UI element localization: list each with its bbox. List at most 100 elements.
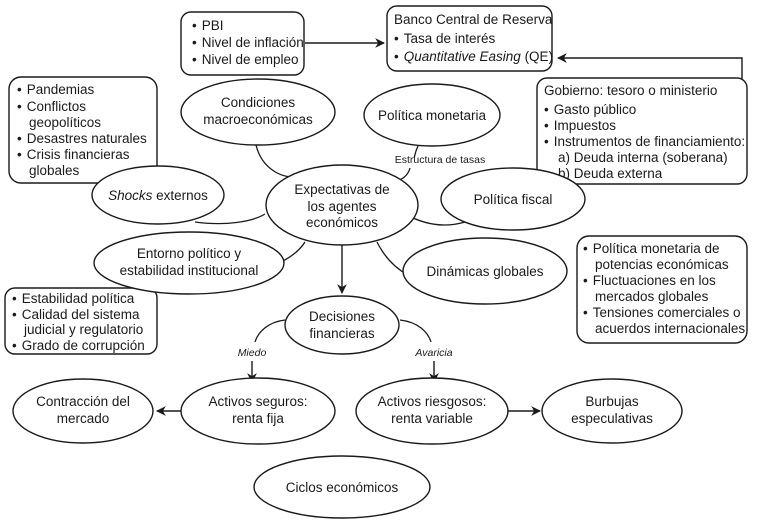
edge-monetary-expectations: [413, 145, 419, 159]
node-shape: [180, 377, 336, 445]
label-text: los agentes: [307, 199, 376, 214]
label-text: •Grado de corrupción: [12, 338, 145, 353]
box-shape: [8, 76, 158, 184]
label-text: potencias económicas: [595, 257, 729, 272]
government-title: Gobierno: tesoro o ministerio: [544, 83, 717, 98]
label-text: judicial y regulatorio: [23, 322, 143, 337]
node-shape: [265, 164, 419, 246]
node-political: Entorno político y estabilidad instituci…: [93, 231, 285, 295]
indicator-item: PBI: [202, 18, 224, 33]
node-monetary: Política monetaria: [363, 83, 501, 147]
label-text: Política monetaria de: [593, 241, 720, 256]
edge-decisions-greed: [399, 319, 432, 343]
bullet: •: [192, 18, 197, 33]
edge-shocks-expectations: [194, 213, 266, 225]
label-text: especulativas: [571, 411, 653, 426]
bullet: •: [544, 118, 549, 133]
label-text: • Quantitative Easing (QE): [394, 49, 553, 64]
label-text: • Gasto público: [544, 102, 636, 117]
box-shape: [4, 287, 158, 355]
label-text: mercado: [57, 411, 110, 426]
qe-label: Quantitative Easing: [404, 49, 522, 64]
label-text: Burbujas: [585, 394, 639, 409]
label-text: •Crisis financieras: [17, 147, 130, 162]
bullet: •: [544, 134, 549, 149]
node-bubbles: Burbujas especulativas: [541, 378, 683, 444]
label-text: estabilidad institucional: [120, 263, 259, 278]
label-text: Política monetaria: [378, 108, 487, 123]
node-shape: [12, 378, 154, 444]
node-shape: [541, 378, 683, 444]
label-text: •Nivel de inflación: [192, 35, 304, 50]
edge-label-rates: Estructura de tasas: [395, 154, 485, 166]
label-text: financieras: [309, 326, 375, 341]
label-text: • Tasa de interés: [394, 31, 496, 46]
edge-decisions-fear: [254, 319, 286, 343]
label-text: • Política monetaria de: [583, 241, 720, 256]
bullet: •: [17, 131, 22, 146]
label-text: Pandemias: [27, 82, 95, 97]
bullet: •: [394, 31, 399, 46]
bullet: •: [12, 291, 17, 306]
government-subitem: b) Deuda externa: [558, 166, 663, 181]
label-text: Contracción del: [36, 394, 130, 409]
bullet: •: [583, 273, 588, 288]
government-item: Instrumentos de financiamiento:: [554, 134, 745, 149]
label-text: •Conflictos: [17, 99, 86, 114]
node-shape: [180, 78, 336, 146]
political-list-box: • Estabilidad política • Calidad del siste…: [4, 287, 158, 355]
node-shape: [363, 83, 501, 147]
label-text: Expectativas de: [294, 182, 389, 197]
node-shocks: Shocks externos: [91, 165, 225, 225]
government-subitem: a) Deuda interna (soberana): [558, 150, 728, 165]
bullet: •: [192, 35, 197, 50]
edge-label-greed: Avaricia: [414, 347, 452, 359]
node-expectations: Expectativas de los agentes económicos: [265, 164, 419, 246]
label-text: Ciclos económicos: [286, 480, 399, 495]
label-text: Política fiscal: [474, 192, 553, 207]
label-text: • Instrumentos de financiamiento:: [544, 134, 745, 149]
box-shape: [180, 11, 305, 76]
edge-macro-expectations: [255, 144, 299, 178]
box-shape: [386, 5, 553, 72]
bullet: •: [583, 241, 588, 256]
label-text: • Pandemias: [17, 82, 95, 97]
node-global: Dinámicas globales: [402, 237, 568, 305]
label-text: •Impuestos: [544, 118, 616, 133]
central-bank-item: Tasa de interés: [404, 31, 496, 46]
label-text: Dinámicas globales: [426, 264, 543, 279]
label-text: Estabilidad política: [22, 291, 135, 306]
node-shape: [355, 377, 509, 445]
node-shape: [91, 165, 225, 225]
label-text: Shocks externos: [108, 188, 208, 203]
label-text: Desastres naturales: [27, 131, 147, 146]
global-list-box: • Política monetaria de potencias económi…: [576, 235, 748, 344]
qe-suffix: (QE): [521, 49, 553, 64]
box-shape: [536, 77, 748, 185]
label-text: • Estabilidad política: [12, 291, 135, 306]
node-decisions: Decisiones financieras: [284, 295, 400, 355]
bullet: •: [12, 307, 17, 322]
government-box: Gobierno: tesoro o ministerio • Gasto púb…: [536, 77, 748, 185]
label-text: Calidad del sistema: [22, 307, 140, 322]
label-text: •Nivel de empleo: [192, 52, 299, 67]
node-shape: [253, 455, 431, 519]
label-text: Shocks: [108, 188, 153, 203]
node-shape: [402, 237, 568, 305]
bullet: •: [17, 82, 22, 97]
label-text: Conflictos: [27, 99, 87, 114]
label-text: acuerdos internacionales: [595, 321, 745, 336]
central-bank-box: Banco Central de Reserva •Tasa de interé…: [386, 5, 553, 72]
bullet: •: [192, 52, 197, 67]
indicators-box: • PBI •Nivel de inflación •Nivel de emple…: [180, 11, 305, 76]
node-cycles: Ciclos económicos: [253, 455, 431, 519]
edge-label-fear: Miedo: [238, 347, 267, 359]
label-text: • Calidad del sistema: [12, 307, 140, 322]
government-item: Gasto público: [554, 102, 637, 117]
label-text: geopolíticos: [29, 115, 101, 130]
bullet: •: [394, 49, 399, 64]
label-text: renta fija: [232, 411, 284, 426]
label-text: económicos: [306, 215, 378, 230]
bullet: •: [544, 102, 549, 117]
